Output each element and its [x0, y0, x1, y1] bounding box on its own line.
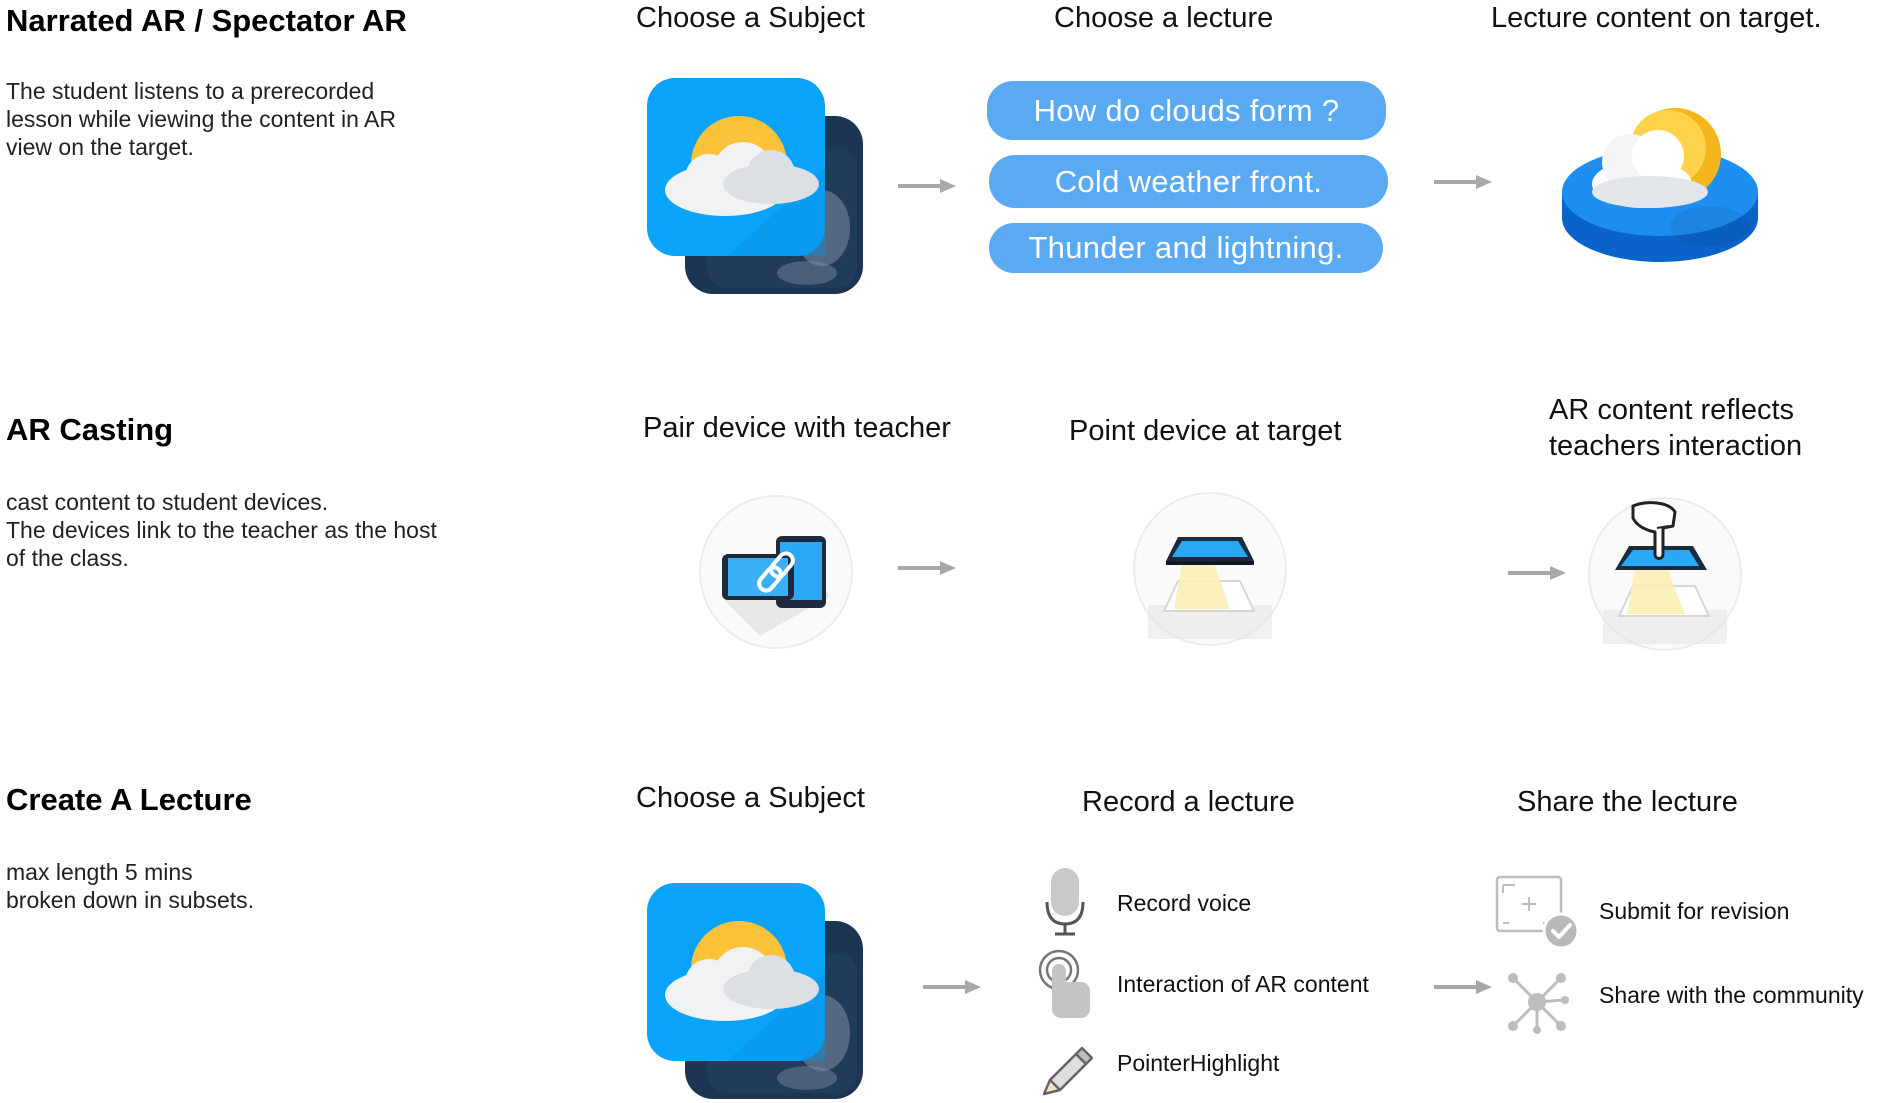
- share-community-label: Share with the community: [1599, 982, 1864, 1008]
- row2-step1-label: Pair device with teacher: [643, 412, 951, 444]
- touch-icon[interactable]: [1037, 948, 1093, 1020]
- row2-title: AR Casting: [6, 412, 174, 447]
- arrow-right-icon: [1432, 978, 1494, 996]
- community-network-icon[interactable]: [1505, 970, 1569, 1034]
- row2-step2-label: Point device at target: [1069, 415, 1342, 447]
- row2-step3-label: AR content reflects teachers interaction: [1549, 394, 1803, 462]
- pointer-highlight-label: PointerHighlight: [1117, 1050, 1280, 1076]
- lecture-option-2[interactable]: Cold weather front.: [989, 155, 1388, 208]
- row1-title: Narrated AR / Spectator AR: [6, 3, 407, 38]
- row3-description: max length 5 mins broken down in subsets…: [6, 859, 255, 913]
- row3-step2-label: Record a lecture: [1082, 786, 1295, 818]
- row3-step3-label: Share the lecture: [1517, 786, 1738, 818]
- row1-step2-label: Choose a lecture: [1054, 2, 1274, 34]
- interaction-ar-label: Interaction of AR content: [1117, 971, 1369, 997]
- weather-app-icon[interactable]: [647, 78, 867, 298]
- arrow-right-icon: [1432, 173, 1494, 191]
- arrow-right-icon: [1506, 564, 1568, 582]
- arrow-right-icon: [921, 978, 983, 996]
- pair-devices-icon[interactable]: [699, 495, 853, 649]
- arrow-right-icon: [896, 177, 958, 195]
- row1-step1-label: Choose a Subject: [636, 2, 865, 34]
- arrow-right-icon: [896, 559, 958, 577]
- record-voice-label: Record voice: [1117, 890, 1252, 916]
- row2-description: cast content to student devices. The dev…: [6, 489, 437, 571]
- pencil-icon[interactable]: [1040, 1040, 1096, 1096]
- hand-tablet-icon[interactable]: [1588, 497, 1742, 651]
- submit-revision-icon[interactable]: [1495, 875, 1585, 950]
- cloud-sun-3d-icon: [1562, 108, 1758, 262]
- weather-app-icon[interactable]: [647, 883, 867, 1103]
- microphone-icon[interactable]: [1045, 868, 1085, 938]
- lecture-option-3[interactable]: Thunder and lightning.: [989, 223, 1383, 273]
- row1-description: The student listens to a prerecorded les…: [6, 78, 396, 160]
- tablet-target-icon[interactable]: [1133, 492, 1287, 646]
- lecture-option-1[interactable]: How do clouds form ?: [987, 81, 1386, 140]
- row3-title: Create A Lecture: [6, 782, 252, 817]
- submit-revision-label: Submit for revision: [1599, 898, 1790, 924]
- row3-step1-label: Choose a Subject: [636, 782, 865, 814]
- row1-step3-label: Lecture content on target.: [1491, 2, 1822, 34]
